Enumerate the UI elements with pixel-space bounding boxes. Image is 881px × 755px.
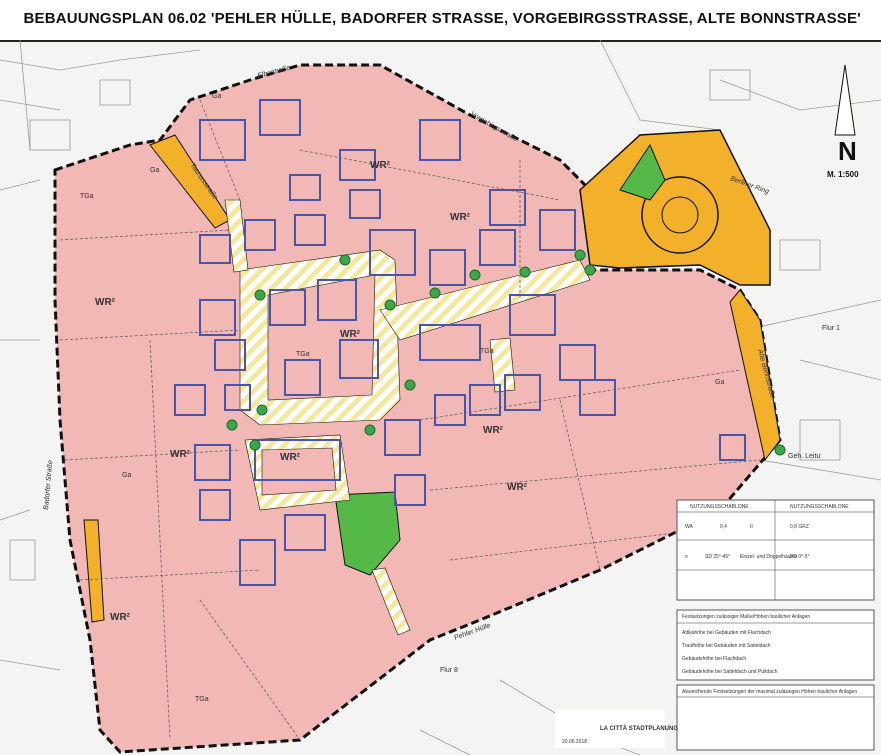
zone-label: WR² [370,160,391,171]
legend-title: Abweichende Festsetzungen der maximal zu… [682,689,857,695]
zone-label: WR² [483,425,504,436]
area-label: Ga [212,93,221,100]
legend-title: Festsetzungen zulässiger Maße/Höhen baul… [682,614,810,620]
area-label: Flur 8 [440,667,458,674]
area-label: TGa [80,193,94,200]
legend-header: NUTZUNGSSCHABLONE [790,504,849,510]
legend-cell: 0,8 GRZ [790,524,809,530]
zone-label: WR² [507,482,528,493]
private-roads [224,199,591,636]
street-label: Badorfer Straße [43,460,54,510]
legend-cell: SD 25°-45° [705,554,730,560]
legend-cell: Traufhöhe bei Gebäuden mit Satteldach [682,643,771,649]
zone-label: WR² [340,329,361,340]
area-label: Ga [715,379,724,386]
north-letter: N [838,136,857,166]
plan-title: BEBAUUNGSPLAN 06.02 'PEHLER HÜLLE, BADOR… [23,10,861,27]
legend-cell: WA [685,524,694,530]
area-label: Flur 1 [822,325,840,332]
zone-label: WR² [95,297,116,308]
credit-block: LA CITTÀ STADTPLANUNG 20.06.2018 [555,710,678,748]
legend-cell: Einzel- und Doppelhäuser [740,554,798,560]
traffic-areas [83,129,781,623]
scale-label: M. 1:500 [827,170,859,179]
zone-label: WR² [280,452,301,463]
zone-label: WR² [170,449,191,460]
buildings [174,99,746,586]
legend-cell: PD 0°-5° [790,554,810,560]
legend-cell: o [685,554,688,560]
legend-cell: 0,4 [720,524,727,530]
legend-cell: Gebäudehöhe bei Satteldach und Pultdach [682,669,778,675]
zone-label: WR² [450,212,471,223]
area-label: TGa [480,348,494,355]
credit-date: 20.06.2018 [562,739,587,745]
plan-title-bar: BEBAUUNGSPLAN 06.02 'PEHLER HÜLLE, BADOR… [0,0,881,42]
area-label: Ga [122,472,131,479]
area-labels: TGa TGa TGa TGa Ga Ga Ga Ga Flur 1 Flur … [80,93,840,703]
legend-panel: NUTZUNGSSCHABLONE NUTZUNGSSCHABLONE WA 0… [676,499,875,751]
plan-drawing: WR² WR² WR² WR² WR² WR² WR² WR² WR² TGa … [0,40,881,755]
area-label: TGa [195,696,209,703]
north-arrow: N M. 1:500 [827,64,859,179]
legend-cell: II [750,524,753,530]
green-areas [334,143,666,576]
legend-cell: Gebäudehöhe bei Flachdach [682,656,746,662]
legend-header: NUTZUNGSSCHABLONE [690,504,749,510]
legend-cell: Attikahöhe bei Gebäuden mit Flachdach [682,630,771,636]
trees [226,249,786,456]
area-label: TGa [296,351,310,358]
credit-name: LA CITTÀ STADTPLANUNG [600,725,678,732]
area-label: Geh. Leitu [788,453,820,460]
area-label: Ga [150,167,159,174]
zone-label: WR² [110,612,131,623]
zone-labels: WR² WR² WR² WR² WR² WR² WR² WR² WR² [95,160,528,623]
